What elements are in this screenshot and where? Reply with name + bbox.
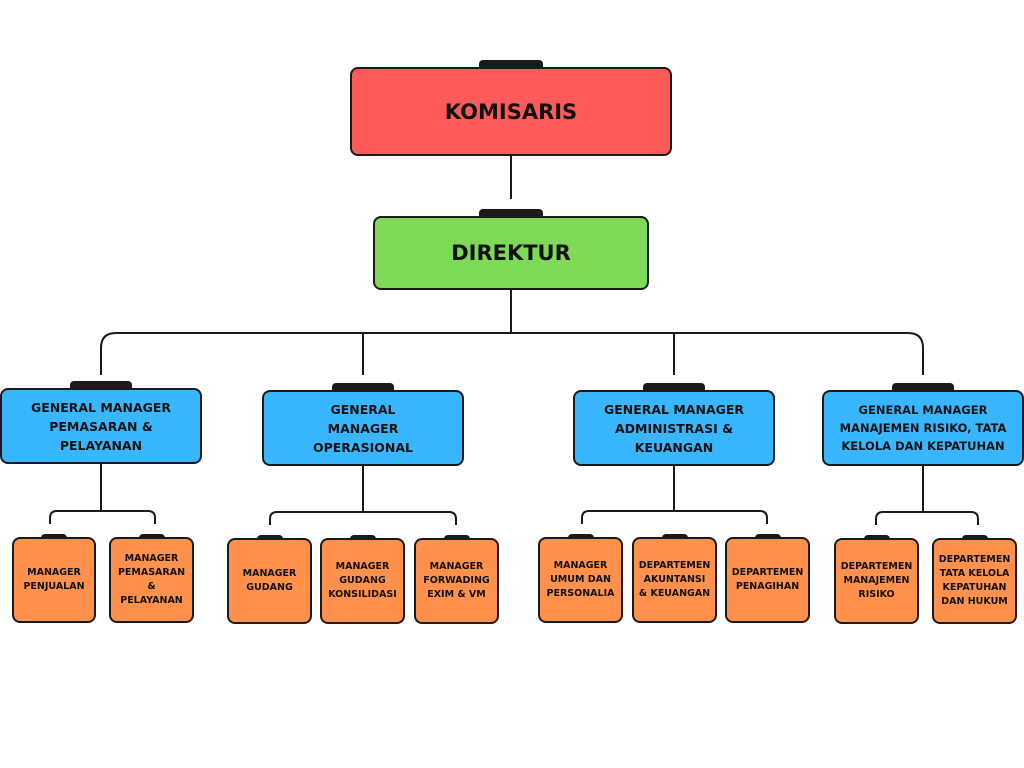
unit-label: DEPARTEMEN MANAJEMEN RISIKO	[840, 561, 913, 600]
connector-gm4-bus	[875, 511, 979, 525]
unit-tab	[661, 534, 688, 538]
gm-tab	[70, 381, 132, 388]
gm-title: GENERAL MANAGER OPERASIONAL	[312, 401, 413, 455]
connector-gm2-bus	[269, 511, 457, 525]
unit-label: DEPARTEMEN TATA KELOLA KEPATUHAN DAN HUK…	[938, 554, 1011, 607]
unit-label: MANAGER PEMASARAN & PELAYANAN	[117, 553, 186, 606]
gm-title: GENERAL MANAGER PEMASARAN & PELAYANAN	[30, 399, 172, 453]
unit-label: MANAGER FORWADING EXIM & VM	[423, 561, 490, 600]
gm-manajemen-risiko-box: GENERAL MANAGER MANAJEMEN RISIKO, TATA K…	[822, 383, 1024, 466]
unit-tab	[567, 534, 594, 538]
unit-tab	[41, 534, 67, 538]
unit-box: DEPARTEMEN AKUNTANSI & KEUANGAN	[632, 534, 717, 623]
gm-administrasi-keuangan-box: GENERAL MANAGER ADMINISTRASI & KEUANGAN	[573, 383, 775, 466]
komisaris-box: KOMISARIS	[350, 60, 672, 156]
connector-bus-gm	[100, 332, 924, 375]
unit-label: DEPARTEMEN PENAGIHAN	[731, 567, 804, 592]
unit-box: MANAGER PENJUALAN	[12, 534, 96, 623]
unit-label: MANAGER GUDANG KONSILIDASI	[328, 561, 397, 600]
connector-gm1-bus	[49, 510, 156, 524]
unit-box: DEPARTEMEN PENAGIHAN	[725, 534, 810, 623]
unit-box: MANAGER UMUM DAN PERSONALIA	[538, 534, 623, 623]
komisaris-label: KOMISARIS	[444, 99, 578, 124]
direktur-box: DIREKTUR	[373, 209, 649, 290]
unit-label: MANAGER GUDANG	[242, 568, 297, 593]
gm-tab	[643, 383, 705, 390]
unit-label: MANAGER UMUM DAN PERSONALIA	[546, 560, 615, 599]
komisaris-tab	[479, 60, 543, 67]
unit-box: DEPARTEMEN MANAJEMEN RISIKO	[834, 535, 919, 624]
unit-box: MANAGER GUDANG	[227, 535, 312, 624]
direktur-label: DIREKTUR	[451, 241, 571, 265]
connector-gm3-bus	[581, 510, 768, 524]
gm-tab	[892, 383, 954, 390]
direktur-tab	[479, 209, 543, 216]
unit-tab	[138, 534, 165, 538]
unit-box: MANAGER PEMASARAN & PELAYANAN	[109, 534, 194, 623]
unit-tab	[961, 535, 988, 539]
gm-title: GENERAL MANAGER MANAJEMEN RISIKO, TATA K…	[839, 403, 1007, 453]
unit-tab	[863, 535, 890, 539]
unit-tab	[256, 535, 283, 539]
unit-box: DEPARTEMEN TATA KELOLA KEPATUHAN DAN HUK…	[932, 535, 1017, 624]
unit-label: DEPARTEMEN AKUNTANSI & KEUANGAN	[638, 560, 711, 599]
unit-tab	[443, 535, 470, 539]
gm-tab	[332, 383, 394, 390]
unit-tab	[754, 534, 781, 538]
unit-box: MANAGER FORWADING EXIM & VM	[414, 535, 499, 624]
unit-box: MANAGER GUDANG KONSILIDASI	[320, 535, 405, 624]
unit-label: MANAGER PENJUALAN	[23, 567, 85, 592]
unit-tab	[349, 535, 376, 539]
gm-operasional-box: GENERAL MANAGER OPERASIONAL	[262, 383, 464, 466]
gm-title: GENERAL MANAGER ADMINISTRASI & KEUANGAN	[603, 401, 745, 455]
gm-pemasaran-pelayanan-box: GENERAL MANAGER PEMASARAN & PELAYANAN	[0, 381, 202, 464]
